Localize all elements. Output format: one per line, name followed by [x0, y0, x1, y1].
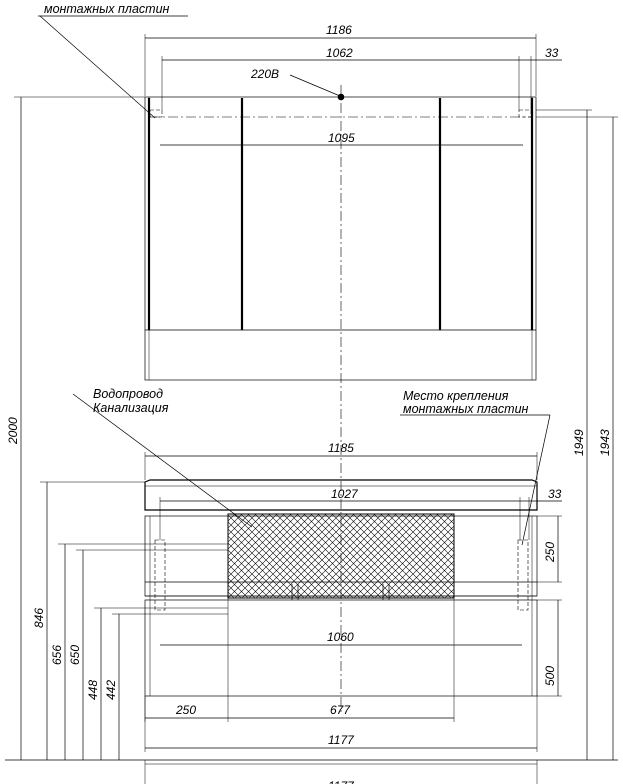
dim-2000: 2000 — [6, 96, 145, 760]
dim-1062-text: 1062 — [326, 46, 353, 60]
dim-442-text: 442 — [104, 680, 118, 700]
callout-plumbing-line1: Водопровод — [93, 387, 163, 401]
dim-1027: 1027 33 — [159, 487, 562, 540]
dim-1949: 1949 — [536, 109, 592, 760]
dim-250-vertical: 250 — [537, 515, 562, 583]
dim-1027-text: 1027 — [331, 487, 359, 501]
callout-top-mounting-plates: монтажных пластин — [38, 2, 188, 119]
mounting-plate-markers-bottom — [154, 539, 529, 611]
dim-1177: 1177 — [144, 696, 538, 752]
dim-1095: 1095 — [160, 131, 523, 146]
mounting-plate-markers-top — [149, 109, 532, 118]
dim-650: 650 — [68, 549, 228, 760]
mirror-cabinet — [144, 85, 537, 712]
dim-2000-text: 2000 — [6, 417, 20, 445]
dim-500-vertical: 500 — [537, 599, 562, 697]
dim-bottom-cut-text: 1177 — [328, 779, 355, 784]
dim-1943: 1943 — [536, 116, 618, 760]
callout-mount-line2: монтажных пластин — [403, 402, 529, 416]
dim-1185-text: 1185 — [328, 441, 354, 455]
dim-1062: 1062 33 — [161, 46, 562, 110]
dim-500-vertical-text: 500 — [543, 666, 557, 686]
dim-250-677: 250 677 — [144, 598, 455, 722]
dim-448: 448 — [86, 607, 228, 760]
dim-1943-text: 1943 — [598, 429, 612, 456]
plumbing-opening — [227, 513, 455, 600]
dim-656: 656 — [50, 543, 228, 760]
callout-plumbing: Водопровод Канализация — [72, 387, 253, 528]
dim-442: 442 — [104, 613, 228, 760]
callout-mount-line1: Место крепления — [403, 389, 509, 403]
callout-mounting-place: Место крепления монтажных пластин — [400, 389, 551, 546]
dim-250-vertical-text: 250 — [543, 542, 557, 563]
dim-250-horizontal-text: 250 — [175, 703, 196, 717]
callout-top-mounting-label: монтажных пластин — [44, 2, 170, 16]
dim-846: 846 — [32, 481, 145, 760]
dim-1177-text: 1177 — [328, 733, 355, 747]
callout-plumbing-line2: Канализация — [93, 401, 169, 415]
dim-1060-text: 1060 — [327, 630, 354, 644]
dim-650-text: 650 — [68, 645, 82, 665]
floor-line: 1177 — [5, 759, 618, 784]
dim-1095-text: 1095 — [328, 131, 355, 145]
dim-1060: 1060 — [160, 630, 522, 646]
dim-677-text: 677 — [330, 703, 351, 717]
dim-1949-text: 1949 — [572, 429, 586, 456]
power-label: 220В — [250, 67, 279, 81]
dim-1186-text: 1186 — [326, 23, 352, 37]
dim-1186: 1186 — [144, 23, 537, 96]
dim-33-top-text: 33 — [545, 46, 559, 60]
dim-656-text: 656 — [50, 645, 64, 665]
dim-33-bottom-text: 33 — [548, 487, 562, 501]
power-outlet-marker: 220В — [250, 67, 345, 101]
dim-448-text: 448 — [86, 680, 100, 700]
dim-846-text: 846 — [32, 608, 46, 628]
dim-1185: 1185 — [144, 441, 538, 480]
